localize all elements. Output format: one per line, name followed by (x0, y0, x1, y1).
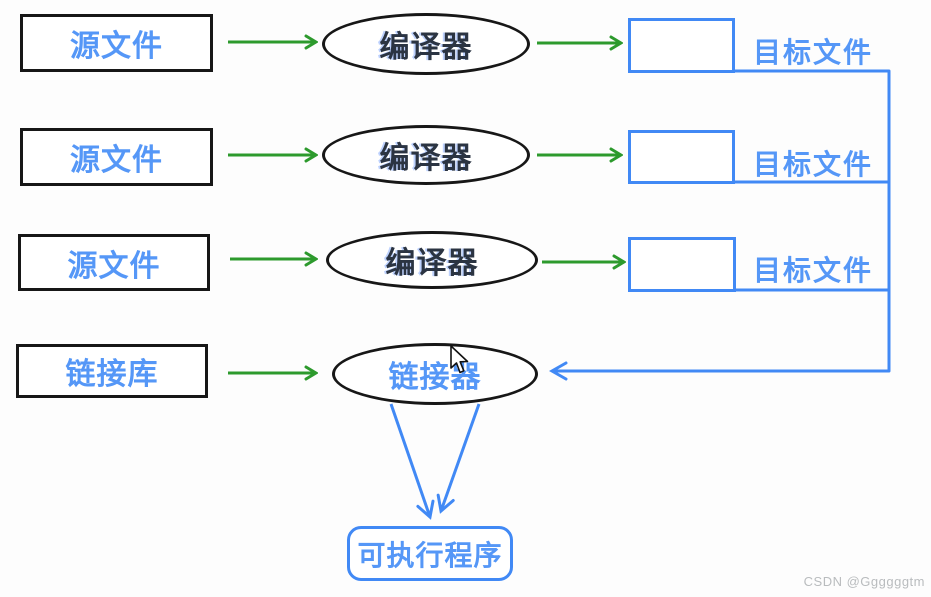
source-file-label-1: 源文件 (70, 30, 163, 63)
object-file-label-2: 目标文件 (753, 149, 874, 180)
object-file-box-3 (628, 237, 736, 292)
linker-label: 链接器 (388, 361, 482, 394)
compiler-label-3: 编译器 (385, 247, 479, 280)
object-file-label-1: 目标文件 (753, 37, 874, 68)
watermark-text: CSDN @Ggggggtm (803, 574, 925, 589)
linker-ellipse: 链接器 (332, 343, 538, 405)
source-file-label-2: 源文件 (70, 144, 163, 177)
link-library-box: 链接库 (16, 344, 208, 398)
compiler-ellipse-2: 编译器 (322, 125, 530, 185)
object-file-box-2 (628, 130, 735, 184)
executable-program-box: 可执行程序 (347, 526, 513, 581)
arrow-linker-to-executable-right (441, 403, 481, 511)
compiler-ellipse-3: 编译器 (326, 231, 538, 289)
source-file-box-1: 源文件 (20, 14, 213, 72)
link-library-label: 链接库 (65, 358, 159, 391)
object-file-box-1 (628, 18, 735, 73)
wire-object1-to-linker (552, 69, 891, 371)
source-file-box-2: 源文件 (20, 128, 213, 186)
arrow-linker-to-executable-left (389, 403, 430, 517)
compiler-label-2: 编译器 (379, 142, 473, 175)
object-file-label-3: 目标文件 (753, 255, 874, 286)
source-file-label-3: 源文件 (67, 249, 161, 283)
mouse-cursor-icon (450, 345, 469, 374)
compiler-ellipse-1: 编译器 (322, 13, 530, 75)
compiler-label-1: 编译器 (379, 31, 473, 64)
executable-program-label: 可执行程序 (357, 539, 503, 571)
source-file-box-3: 源文件 (18, 234, 210, 291)
